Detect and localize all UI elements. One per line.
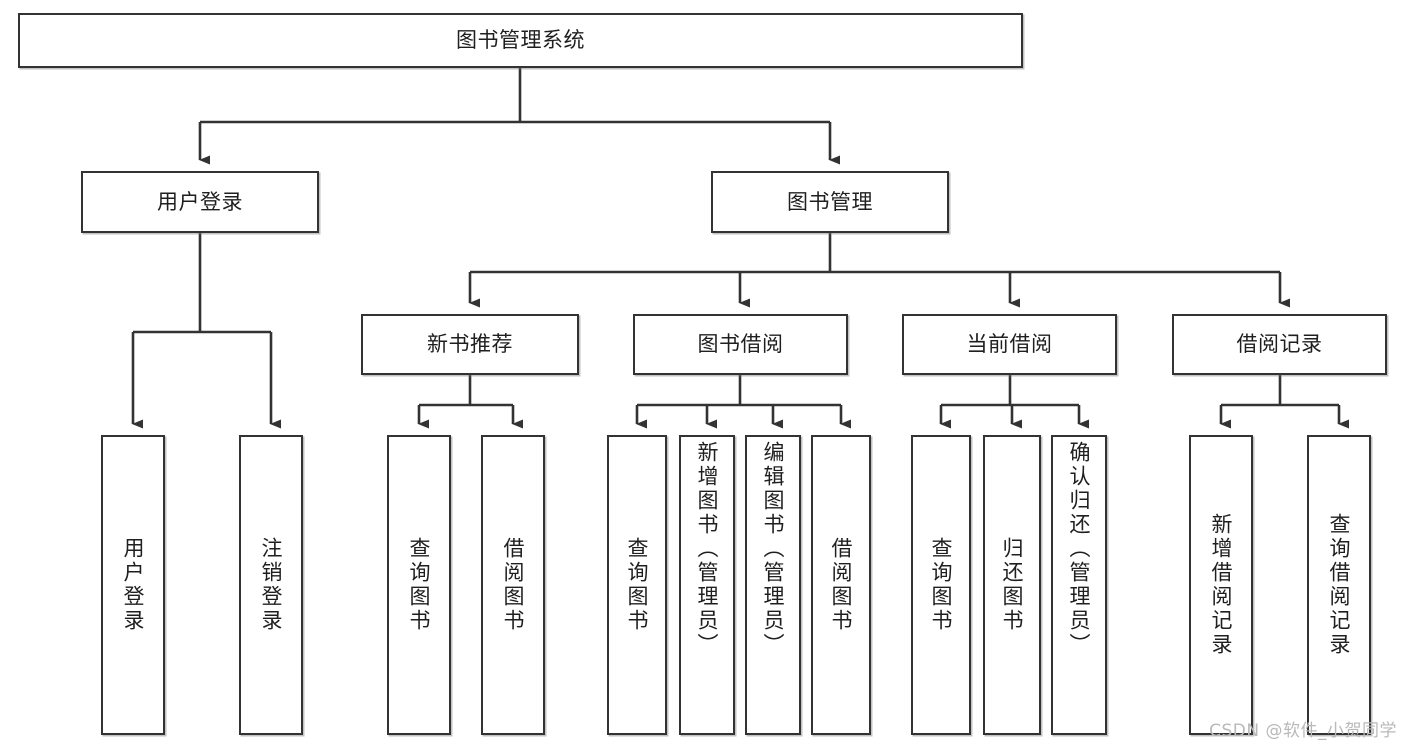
node-leaf-借阅图书[interactable]: 借阅图书 — [481, 435, 545, 735]
node-label: 图书借阅 — [697, 332, 784, 357]
node-level2-用户登录[interactable]: 用户登录 — [81, 171, 319, 233]
node-leaf-用户登录[interactable]: 用户登录 — [101, 435, 165, 735]
node-label: 新书推荐 — [427, 332, 513, 357]
node-level3-借阅记录[interactable]: 借阅记录 — [1172, 314, 1387, 375]
node-leaf-归还图书[interactable]: 归还图书 — [983, 435, 1041, 735]
node-label: 图书管理 — [787, 189, 873, 214]
node-label: 图书管理系统 — [456, 28, 585, 53]
node-label: 当前借阅 — [966, 332, 1053, 357]
node-label: 查询图书 — [407, 537, 432, 633]
node-label: 编辑图书（管理员） — [761, 441, 786, 657]
node-leaf-查询图书[interactable]: 查询图书 — [387, 435, 451, 735]
node-level3-图书借阅[interactable]: 图书借阅 — [633, 314, 848, 375]
node-label: 归还图书 — [1000, 537, 1025, 633]
node-leaf-注销登录[interactable]: 注销登录 — [239, 435, 303, 735]
node-label: 用户登录 — [157, 189, 243, 214]
node-label: 新增借阅记录 — [1209, 513, 1234, 657]
node-leaf-新增图书（管理员）[interactable]: 新增图书（管理员） — [679, 435, 735, 735]
node-label: 借阅图书 — [829, 537, 854, 633]
node-label: 借阅图书 — [501, 537, 526, 633]
node-leaf-查询图书[interactable]: 查询图书 — [607, 435, 667, 735]
node-leaf-查询借阅记录[interactable]: 查询借阅记录 — [1307, 435, 1371, 735]
node-leaf-确认归还（管理员）[interactable]: 确认归还（管理员） — [1051, 435, 1107, 735]
node-label: 用户登录 — [121, 537, 146, 633]
node-label: 查询借阅记录 — [1327, 513, 1352, 657]
node-label: 新增图书（管理员） — [695, 441, 720, 657]
node-label: 确认归还（管理员） — [1067, 441, 1092, 657]
node-level3-新书推荐[interactable]: 新书推荐 — [361, 314, 579, 375]
node-level3-当前借阅[interactable]: 当前借阅 — [902, 314, 1117, 375]
node-level2-图书管理[interactable]: 图书管理 — [711, 171, 949, 233]
node-leaf-新增借阅记录[interactable]: 新增借阅记录 — [1189, 435, 1253, 735]
node-leaf-编辑图书（管理员）[interactable]: 编辑图书（管理员） — [745, 435, 801, 735]
node-label: 注销登录 — [259, 537, 284, 633]
csdn-watermark: CSDN @软件_小贺同学 — [1209, 721, 1397, 741]
node-label: 借阅记录 — [1236, 332, 1323, 357]
node-label: 查询图书 — [625, 537, 650, 633]
node-label: 查询图书 — [929, 537, 954, 633]
node-leaf-查询图书[interactable]: 查询图书 — [911, 435, 971, 735]
node-root-图书管理系统[interactable]: 图书管理系统 — [18, 13, 1023, 68]
node-leaf-借阅图书[interactable]: 借阅图书 — [811, 435, 871, 735]
